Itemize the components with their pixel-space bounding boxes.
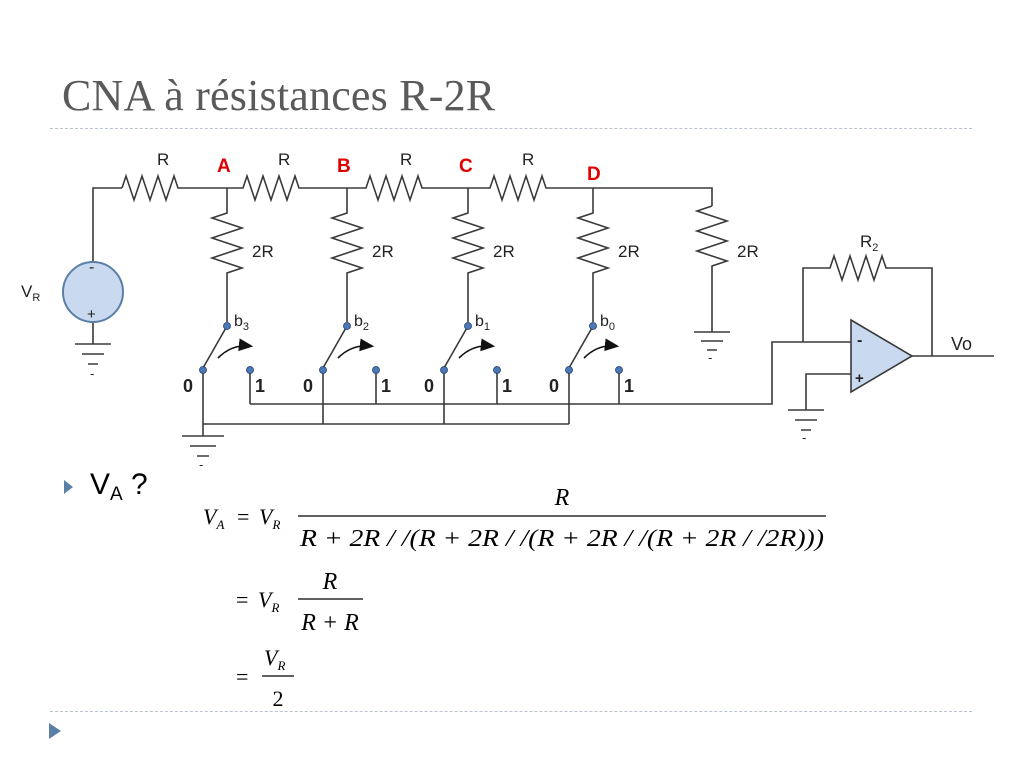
series-resistor-1 [121,173,227,203]
shunt-resistor-0 [575,188,611,322]
voltage-source [62,261,124,323]
switch-arrow-2 [337,338,375,359]
switch-label-3: b3 [234,313,249,333]
switch-label-0: b0 [600,313,615,333]
eq2-equals: = [236,587,248,612]
eq1-lhs: VA [203,504,224,532]
series-label-4: R [522,150,534,169]
source-minus: - [89,259,94,276]
switch-blade-0 [568,325,594,369]
contact-label-1-b0: 1 [624,376,634,396]
shunt-label-0: 2R [618,242,640,261]
opamp-plus: + [855,370,864,387]
source-plus: + [87,306,96,323]
next-slide-arrow-icon[interactable] [49,723,61,739]
contact-1-b0 [615,366,623,374]
contact-0-b0 [565,366,573,374]
contact-0-b1 [440,366,448,374]
node-label-d: D [587,164,601,185]
top-wire-right [593,187,713,206]
eq2-vr: VR [258,587,279,615]
series-label-1: R [157,150,169,169]
bullet-arrow-icon [64,480,73,494]
shunt-label-3: 2R [252,242,274,261]
ground-minus-bus: - [199,457,203,472]
ground-minus-opamp: - [802,430,806,445]
shunt-resistor-terminal [694,205,730,322]
title-divider [50,128,972,129]
node-label-b: B [337,156,351,177]
switch-blade-2 [322,325,348,369]
switch-arrow-3 [217,338,254,359]
opamp-triangle [850,318,914,394]
contact-wires-1 [249,372,620,404]
switch-label-1: b1 [475,313,490,333]
bus-ground [182,424,224,457]
shunt-label-2: 2R [372,242,394,261]
output-label: Vo [951,334,972,354]
source-ground [75,322,111,365]
switch-pivot-2 [343,322,351,330]
contact-wires-0 [202,372,570,424]
eq1-vr: VR [259,504,280,532]
feedback-label: R2 [860,232,878,254]
node-label-a: A [217,156,231,177]
contact-1-b2 [372,366,380,374]
contact-1-b1 [493,366,501,374]
series-resistor-4 [468,173,593,203]
contact-label-0-b3: 0 [183,376,193,396]
contact-label-1-b2: 1 [381,376,391,396]
ground-minus-source: - [90,366,94,381]
output-bus [250,341,851,405]
eq2-denominator: R + R [300,610,359,636]
switch-pivot-0 [589,322,597,330]
footer-divider [50,711,972,712]
switch-pivot-3 [223,322,231,330]
eq3-equals: = [236,664,248,689]
eq3-numerator: VR [264,645,285,673]
shunt-resistor-3 [209,188,245,322]
switch-pivot-1 [464,322,472,330]
switch-blade-3 [202,325,228,369]
slide-title: CNA à résistances R-2R [62,71,496,120]
opamp-noninv-wire [788,373,851,431]
contact-label-0-b2: 0 [303,376,313,396]
contact-0-b3 [199,366,207,374]
switch-arrow-1 [458,338,496,359]
ground-minus-terminal: - [708,350,712,365]
switch-label-2: b2 [354,313,369,333]
contact-label-1-b3: 1 [255,376,265,396]
source-wire [92,187,122,262]
series-resistor-3 [347,173,468,203]
shunt-label-1: 2R [493,242,515,261]
eq1-denominator: R + 2R / /(R + 2R / /(R + 2R / /(R + 2R … [299,526,824,552]
eq2-numerator: R [322,569,338,595]
shunt-resistor-1 [450,188,486,322]
contact-label-1-b1: 1 [502,376,512,396]
eq1-equals: = [237,504,249,529]
eq1-numerator: R [554,485,570,511]
contact-0-b2 [319,366,327,374]
contact-label-0-b1: 0 [424,376,434,396]
shunt-resistor-2 [329,188,365,322]
series-label-2: R [278,150,290,169]
switch-blade-1 [443,325,469,369]
shunt-label-terminal: 2R [737,242,759,261]
feedback-resistor [802,253,933,356]
series-resistor-2 [227,173,347,203]
opamp-minus: - [857,332,862,349]
series-label-3: R [400,150,412,169]
contact-label-0-b0: 0 [549,376,559,396]
source-label: VR [21,282,40,304]
terminal-ground [694,322,730,351]
switch-arrow-0 [583,338,620,359]
eq3-denominator: 2 [273,686,284,711]
equation-block: VA = VR R R + 2R / /(R + 2R / /(R + 2R /… [203,485,826,711]
bullet-text: VA ? [90,468,148,505]
node-label-c: C [459,156,473,177]
contact-1-b3 [246,366,254,374]
